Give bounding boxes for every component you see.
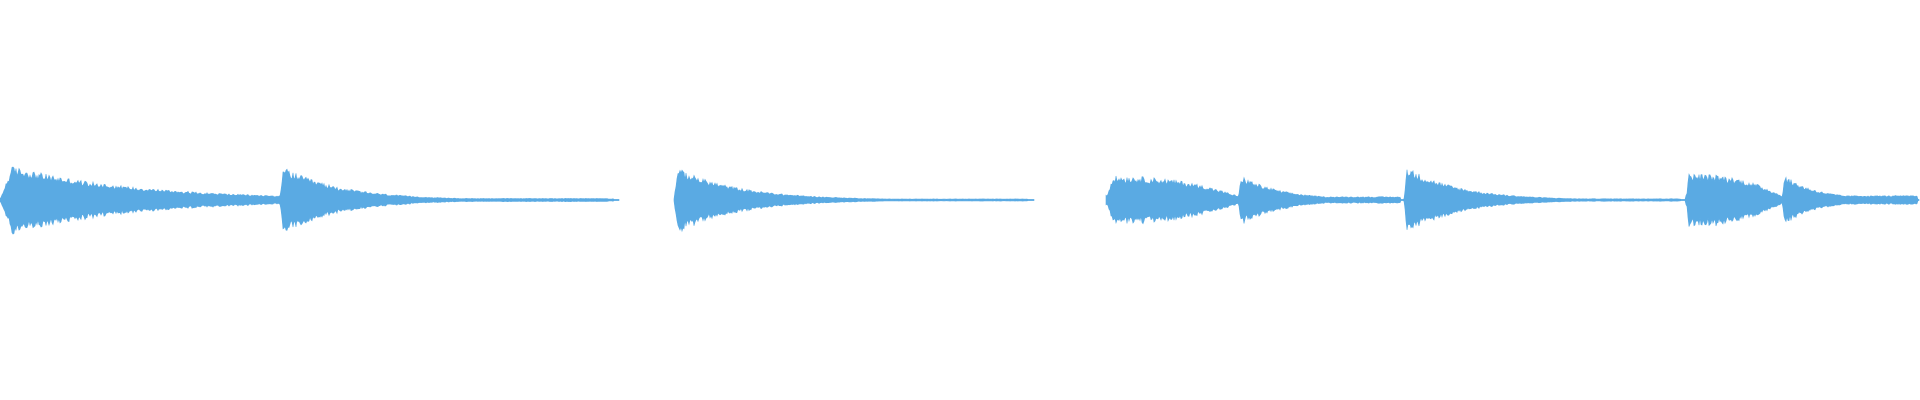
waveform-segment <box>673 169 1035 233</box>
waveform-segment <box>1105 169 1920 230</box>
waveform-segment <box>0 166 620 235</box>
